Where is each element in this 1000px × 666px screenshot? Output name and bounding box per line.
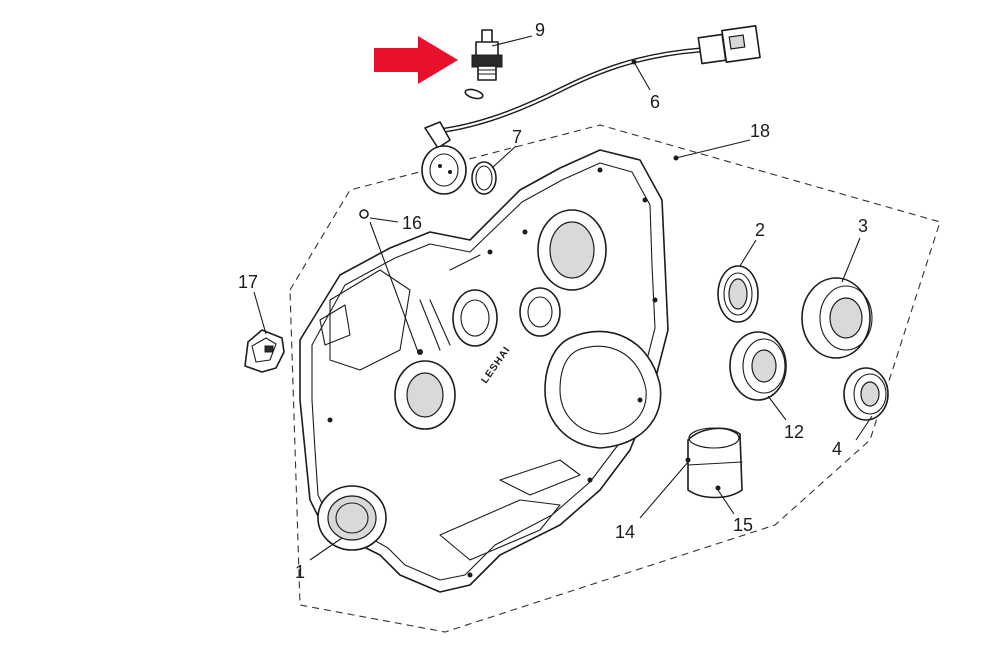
callout-labels: 9 6 7 18 16 17 2 3 12 4 14 15 1: [238, 20, 868, 582]
part-2-oil-seal: [717, 265, 759, 323]
part-12-bearing: [729, 331, 787, 401]
red-arrow-indicator: [374, 36, 458, 84]
part-9-sensor-switch: [464, 29, 503, 100]
callout-9: 9: [535, 20, 545, 40]
part-6-wire-harness: [421, 24, 761, 195]
callout-3: 3: [858, 216, 868, 236]
callout-2: 2: [755, 220, 765, 240]
part-14-15-split-bushing: [685, 427, 743, 499]
callout-12: 12: [784, 422, 804, 442]
callout-17: 17: [238, 272, 258, 292]
callout-6: 6: [650, 92, 660, 112]
callout-14: 14: [615, 522, 635, 542]
part-16-bolt: [359, 209, 369, 219]
part-7-o-ring: [471, 161, 497, 195]
crankcase-housing: LESHAI: [299, 149, 669, 593]
part-17-bracket: [244, 329, 285, 373]
callout-18: 18: [750, 121, 770, 141]
leader-lines: [253, 35, 873, 561]
assembly-boundary-outer: [289, 124, 941, 633]
callout-7: 7: [512, 127, 522, 147]
callout-15: 15: [733, 515, 753, 535]
part-4-bearing: [843, 367, 889, 421]
callout-4: 4: [832, 439, 842, 459]
part-3-bearing: [801, 277, 873, 359]
callout-16: 16: [402, 213, 422, 233]
callout-1: 1: [295, 562, 305, 582]
